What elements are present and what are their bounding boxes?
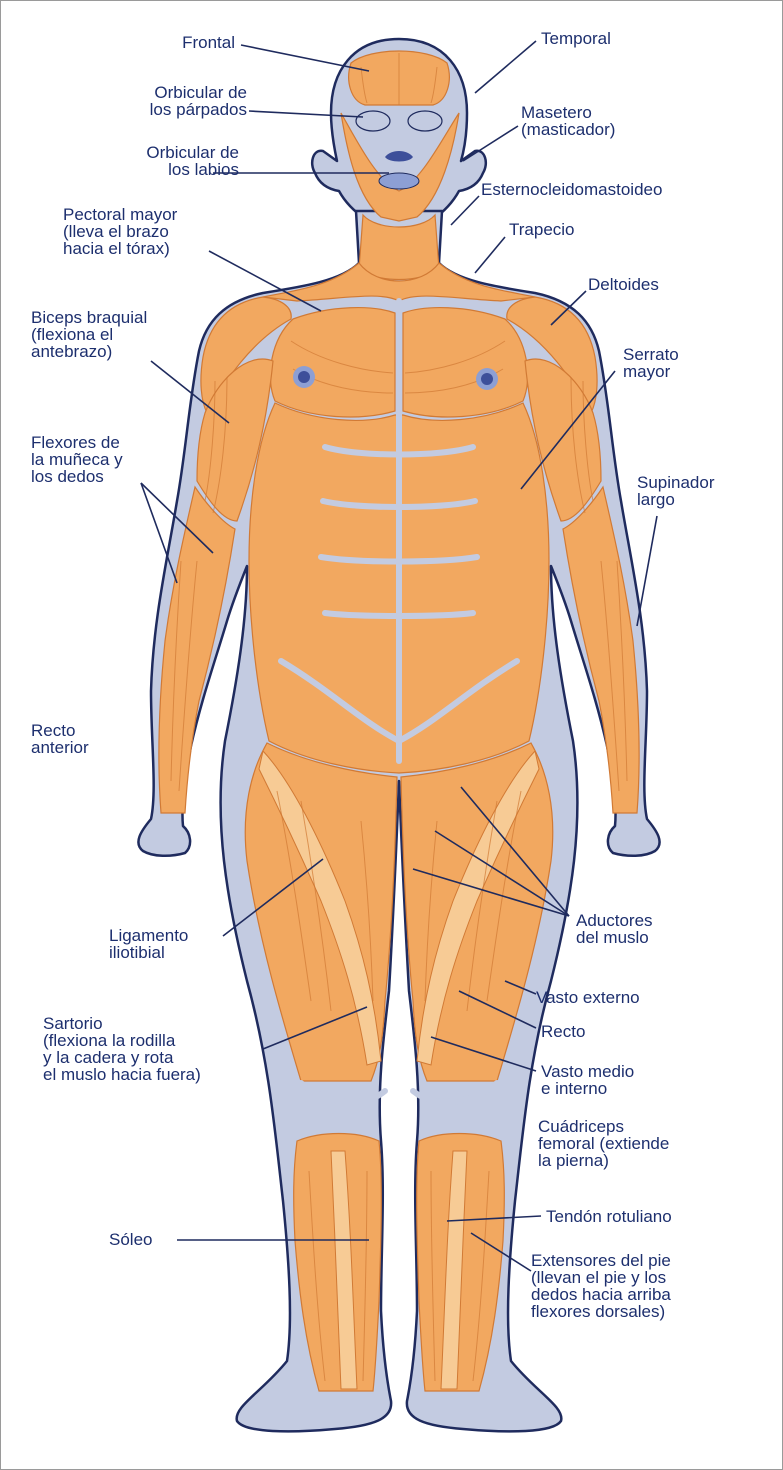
leader-supinador — [637, 516, 657, 626]
pectoral-right — [403, 308, 528, 417]
label-trapecio: Trapecio — [509, 221, 575, 238]
leader-esternocleidomastoideo — [451, 196, 479, 225]
label-biceps-braquial: Biceps braquial (flexiona el antebrazo) — [31, 309, 147, 360]
leader-masetero — [463, 126, 518, 161]
label-ligamento-iliotibial: Ligamento iliotibial — [109, 927, 188, 961]
mouth — [379, 173, 419, 189]
label-frontal: Frontal — [182, 34, 235, 51]
label-orbicular-labios: Orbicular de los labios — [146, 144, 239, 178]
label-cuadriceps: Cuádriceps femoral (extiende la pierna) — [538, 1118, 669, 1169]
label-recto: Recto — [541, 1023, 585, 1040]
label-esternocleidomastoideo: Esternocleidomastoideo — [481, 181, 662, 198]
label-sartorio: Sartorio (flexiona la rodilla y la cader… — [43, 1015, 201, 1083]
label-serrato-mayor: Serrato mayor — [623, 346, 679, 380]
label-soleo: Sóleo — [109, 1231, 152, 1248]
label-vasto-externo: Vasto externo — [536, 989, 640, 1006]
leader-trapecio — [475, 237, 505, 273]
eye-left — [356, 111, 390, 131]
leader-temporal — [475, 41, 536, 93]
label-supinador-largo: Supinador largo — [637, 474, 715, 508]
label-tendon-rotuliano: Tendón rotuliano — [546, 1208, 672, 1225]
label-extensores: Extensores del pie (llevan el pie y los … — [531, 1252, 671, 1320]
label-vasto-medio: Vasto medio e interno — [541, 1063, 634, 1097]
label-aductores: Aductores del muslo — [576, 912, 653, 946]
label-recto-anterior: Recto anterior — [31, 722, 89, 756]
pectoral-left — [270, 308, 395, 417]
label-deltoides: Deltoides — [588, 276, 659, 293]
label-flexores: Flexores de la muñeca y los dedos — [31, 434, 123, 485]
label-orbicular-parpados: Orbicular de los párpados — [150, 84, 247, 118]
label-pectoral-mayor: Pectoral mayor (lleva el brazo hacia el … — [63, 206, 177, 257]
label-masetero: Masetero (masticador) — [521, 104, 615, 138]
label-temporal: Temporal — [541, 30, 611, 47]
eye-right — [408, 111, 442, 131]
